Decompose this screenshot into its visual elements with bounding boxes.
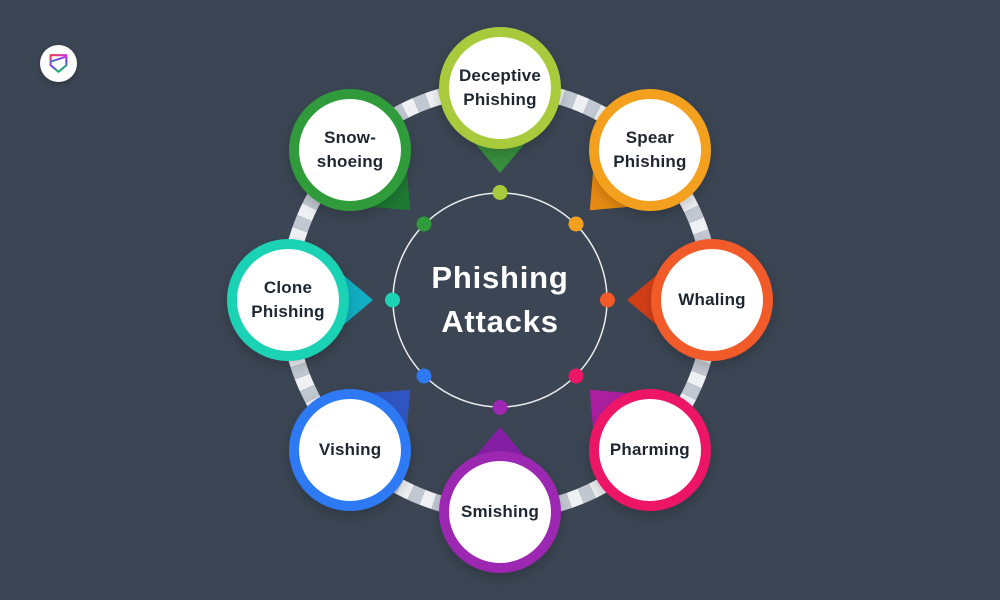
node-clone-phishing: Clone Phishing: [227, 239, 349, 361]
shield-icon: [49, 54, 68, 73]
node-label: Smishing: [460, 502, 540, 522]
node-whaling: Whaling: [651, 239, 773, 361]
orbit-dot: [600, 292, 615, 308]
node-spear-phishing: Spear Phishing: [588, 89, 711, 212]
orbit-dot: [492, 400, 508, 415]
orbit-dot: [568, 216, 584, 232]
orbit-dot: [416, 368, 432, 384]
node-pharming: Pharming: [588, 388, 711, 511]
title-line-2: Attacks: [441, 304, 559, 339]
title-line-1: Phishing: [431, 260, 569, 295]
orbit-dot: [568, 368, 584, 384]
node-snow-shoeing: Snow- shoeing: [289, 89, 412, 212]
node-smishing: Smishing: [439, 451, 561, 573]
node-label: Snow- shoeing: [316, 128, 384, 172]
node-label: Spear Phishing: [613, 128, 687, 172]
orbit-dot: [385, 292, 400, 308]
node-label: Vishing: [318, 439, 382, 459]
brand-logo: [40, 45, 77, 82]
diagram-title: Phishing Attacks: [431, 256, 568, 344]
orbit-dot: [492, 185, 508, 200]
node-vishing: Vishing: [289, 388, 412, 511]
orbit-dot: [416, 216, 432, 232]
node-label: Clone Phishing: [251, 278, 325, 321]
node-label: Pharming: [609, 439, 690, 459]
node-label: Deceptive Phishing: [458, 66, 542, 109]
node-deceptive-phishing: Deceptive Phishing: [439, 27, 561, 149]
node-label: Whaling: [678, 290, 746, 310]
